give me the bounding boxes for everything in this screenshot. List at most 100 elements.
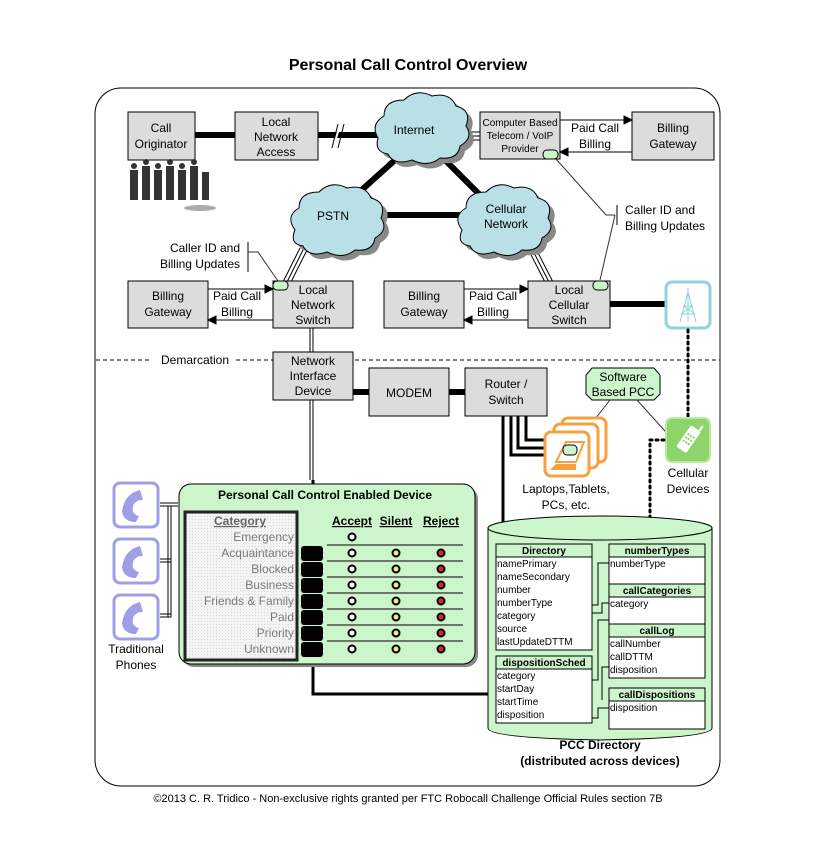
caller-id-right-2: Billing Updates: [625, 219, 705, 233]
lcs-label-3: Switch: [551, 313, 586, 327]
accept-light[interactable]: [347, 548, 357, 558]
category-toggle[interactable]: [301, 626, 323, 641]
caller-id-left-2: Billing Updates: [160, 257, 240, 271]
lns-label-3: Switch: [295, 313, 330, 327]
accept-light[interactable]: [347, 644, 357, 654]
category-item: Blocked: [251, 562, 294, 576]
software-pcc-badge[interactable]: Software Based PCC: [585, 367, 661, 401]
db-table-name: callDispositions: [619, 690, 696, 701]
db-table-name: dispositionSched: [502, 658, 585, 669]
callout-caller-id-right: [555, 158, 618, 281]
accept-light[interactable]: [347, 580, 357, 590]
accept-light[interactable]: [347, 596, 357, 606]
category-toggle[interactable]: [301, 562, 323, 577]
node-router-switch[interactable]: Router / Switch: [464, 367, 548, 417]
lna-label-1: Local: [262, 115, 291, 129]
category-list: [183, 510, 299, 662]
disposition-grid: [301, 532, 463, 657]
reject-light[interactable]: [436, 644, 446, 654]
pcc-device-title: Personal Call Control Enabled Device: [218, 488, 432, 502]
router-label-1: Router /: [485, 377, 528, 391]
db-table-name: callCategories: [623, 586, 692, 597]
lna-label-3: Access: [257, 145, 296, 159]
silent-light[interactable]: [391, 564, 401, 574]
db-field: category: [610, 599, 648, 610]
reject-light[interactable]: [436, 548, 446, 558]
cloud-cellular-network[interactable]: Cellular Network: [457, 184, 556, 261]
db-relations: [592, 562, 609, 719]
silent-light[interactable]: [391, 596, 401, 606]
category-toggle[interactable]: [301, 546, 323, 561]
db-field: disposition: [497, 710, 544, 721]
db-field: lastUpdateDTTM: [497, 637, 573, 648]
db-field: source: [497, 624, 527, 635]
reject-light[interactable]: [436, 564, 446, 574]
node-voip-provider[interactable]: Computer Based Telecom / VoIP Provider: [479, 111, 561, 160]
column-header-accept: Accept: [332, 514, 372, 528]
reject-light[interactable]: [436, 580, 446, 590]
lcs-label-1: Local: [555, 283, 584, 297]
nid-label-3: Device: [295, 384, 332, 398]
cellular-device-icon[interactable]: [665, 417, 711, 463]
billing-left-label-2: Gateway: [144, 305, 191, 319]
laptops-label-2: PCs, etc.: [542, 498, 591, 512]
db-field: disposition: [610, 703, 657, 714]
billing-left-label-1: Billing: [152, 289, 184, 303]
node-local-network-switch[interactable]: Local Network Switch: [272, 280, 354, 329]
phones-label-1: Traditional: [108, 642, 164, 656]
modem-label: MODEM: [386, 386, 432, 400]
node-local-network-access[interactable]: Local Network Access: [234, 111, 319, 161]
accept-light[interactable]: [347, 564, 357, 574]
silent-light[interactable]: [391, 628, 401, 638]
lns-label-1: Local: [299, 283, 328, 297]
pcc-directory[interactable]: DirectorynamePrimarynameSecondarynumbern…: [487, 515, 713, 768]
diagram-title: Personal Call Control Overview: [289, 57, 528, 74]
category-toggle[interactable]: [301, 594, 323, 609]
silent-light[interactable]: [391, 580, 401, 590]
voip-label-3: Provider: [501, 144, 539, 155]
node-billing-gateway-top[interactable]: Billing Gateway: [631, 111, 715, 161]
db-table-callCategories: callCategories category: [608, 583, 706, 626]
cell-tower-icon[interactable]: [664, 280, 712, 330]
db-field: numberType: [610, 559, 666, 570]
category-header: Category: [214, 514, 266, 528]
node-billing-gateway-mid[interactable]: Billing Gateway: [383, 280, 465, 329]
reject-light[interactable]: [436, 596, 446, 606]
silent-light[interactable]: [391, 644, 401, 654]
node-billing-gateway-left[interactable]: Billing Gateway: [127, 280, 209, 329]
category-toggle[interactable]: [301, 610, 323, 625]
node-network-interface-device[interactable]: Network Interface Device: [272, 351, 354, 401]
cloud-internet[interactable]: Internet: [374, 92, 474, 169]
lns-label-2: Network: [291, 298, 336, 312]
traditional-phones[interactable]: [112, 481, 178, 641]
cloud-pstn[interactable]: PSTN: [290, 184, 389, 261]
category-rows: EmergencyAcquaintanceBlockedBusinessFrie…: [204, 530, 294, 656]
node-call-originator[interactable]: Call Originator: [127, 111, 196, 161]
pcc-hook-icon: [542, 149, 559, 160]
lna-label-2: Network: [254, 130, 299, 144]
pcc-directory-caption-2: (distributed across devices): [520, 754, 679, 768]
accept-light[interactable]: [347, 612, 357, 622]
db-tables: DirectorynamePrimarynameSecondarynumbern…: [495, 543, 706, 730]
cellular-devices-label-2: Devices: [667, 482, 710, 496]
accept-light[interactable]: [347, 628, 357, 638]
router-label-2: Switch: [488, 393, 523, 407]
node-modem[interactable]: MODEM: [368, 367, 450, 417]
category-item: Acquaintance: [221, 546, 294, 560]
category-toggle[interactable]: [301, 642, 323, 657]
reject-light[interactable]: [436, 612, 446, 622]
category-item: Priority: [257, 626, 294, 640]
accept-light[interactable]: [347, 532, 357, 542]
reject-light[interactable]: [436, 628, 446, 638]
category-toggle[interactable]: [301, 578, 323, 593]
db-field: startTime: [497, 697, 539, 708]
silent-light[interactable]: [391, 548, 401, 558]
pcc-enabled-device[interactable]: Personal Call Control Enabled Device Cat…: [178, 483, 478, 667]
category-item: Unknown: [244, 642, 294, 656]
laptops-icon[interactable]: [543, 416, 608, 478]
silent-light[interactable]: [391, 612, 401, 622]
db-field: numberType: [497, 598, 553, 609]
node-local-cellular-switch[interactable]: Local Cellular Switch: [527, 280, 611, 329]
db-field: number: [497, 585, 532, 596]
